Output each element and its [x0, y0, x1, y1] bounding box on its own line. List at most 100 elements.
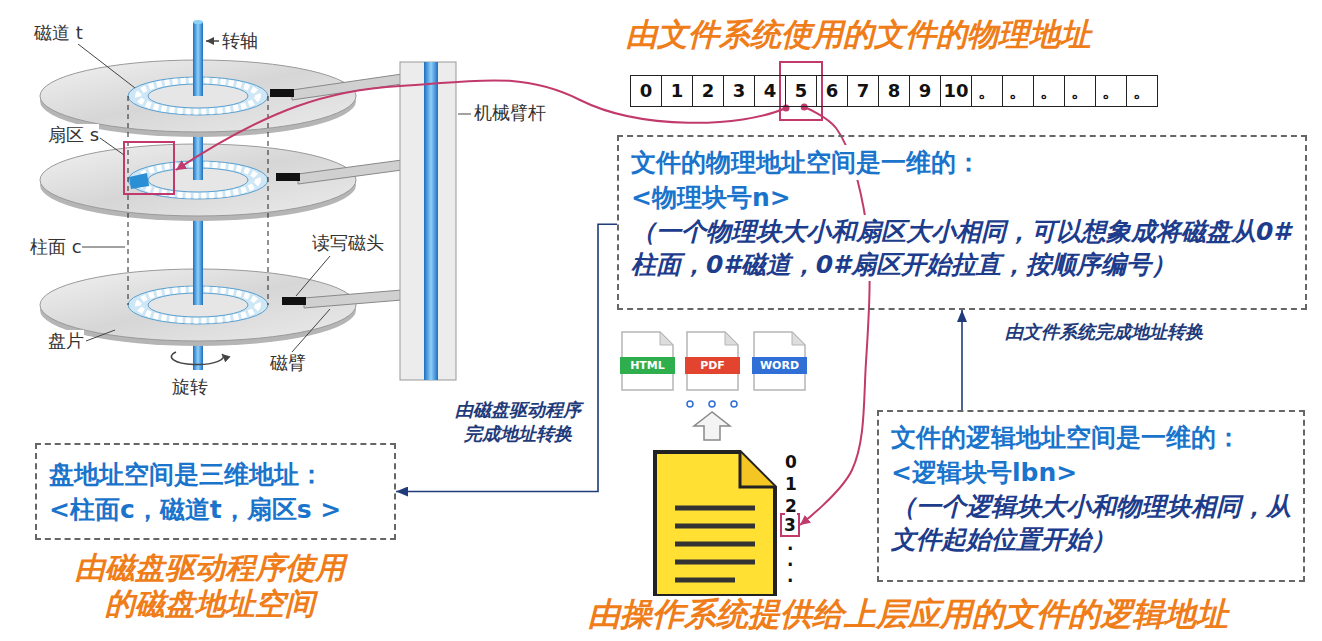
address-space-box: 文件的逻辑地址空间是一维的：<逻辑块号lbn>（一个逻辑块大小和物理块相同，从文… — [877, 410, 1305, 582]
part-label: 读写磁头 — [312, 232, 384, 254]
file-icon: PDF — [685, 330, 740, 392]
leader-line — [292, 309, 330, 352]
file-type: WORD — [752, 357, 807, 374]
block-cell: 3 — [723, 75, 755, 107]
ellipsis-dot — [687, 401, 693, 407]
block-number: 。 — [1040, 82, 1058, 100]
box-heading: 文件的逻辑地址空间是一维的： — [891, 420, 1241, 455]
block-number: 0 — [640, 82, 653, 100]
label-anchor: 由磁盘驱动程序完成地址转换 — [452, 398, 584, 447]
block-number: 。 — [1009, 82, 1027, 100]
arrow-dot — [801, 104, 808, 111]
label-anchor: 盘片 — [48, 330, 84, 352]
file-icon: HTML — [620, 330, 675, 392]
part-label: 转轴 — [222, 30, 258, 52]
block-cell: 2 — [692, 75, 724, 107]
part-label: 机械臂杆 — [474, 102, 546, 124]
document-line — [675, 506, 755, 511]
section-caption: 由磁盘驱动程序使用的磁盘地址空间 — [64, 550, 356, 622]
part-label: 扇区 s — [48, 124, 99, 146]
file-type: PDF — [685, 357, 740, 374]
spindle-cap — [193, 20, 203, 24]
leader-line — [458, 114, 471, 115]
document-line — [675, 578, 735, 583]
ellipsis-dot — [731, 401, 737, 407]
label-anchor: 机械臂杆 — [474, 102, 546, 124]
box-note: （一个物理块大小和扇区大小相同，可以想象成将磁盘从0#柱面，0#磁道，0#扇区开… — [631, 215, 1293, 281]
block-number: 1 — [785, 474, 797, 494]
block-number: 8 — [888, 82, 901, 100]
icon-band — [620, 357, 675, 374]
document-line — [675, 524, 755, 529]
address-format: <物理块号n> — [631, 180, 791, 215]
block-number: 。 — [978, 82, 996, 100]
block-number: 4 — [764, 82, 777, 100]
arm-rod — [400, 62, 456, 380]
document-page — [655, 452, 775, 596]
block-number: 。 — [1102, 82, 1120, 100]
address-format: <逻辑块号lbn> — [891, 455, 1077, 490]
label-anchor: 2 — [785, 496, 797, 516]
block-number: 3 — [784, 517, 796, 534]
section-caption: 由操作系统提供给上层应用的文件的逻辑地址 — [588, 596, 1228, 633]
logical-block-box: 3 — [780, 513, 800, 537]
arm — [304, 290, 402, 308]
icon-fold — [725, 332, 738, 345]
part-label: 旋转 — [172, 376, 208, 398]
leader-line — [86, 330, 115, 341]
icon-fold — [660, 332, 673, 345]
label-anchor: · — [787, 542, 793, 556]
block-number: 0 — [785, 452, 797, 472]
head — [282, 297, 306, 305]
block-number: 5 — [795, 82, 808, 100]
part-label: 柱面 c — [30, 236, 82, 258]
box-heading: 文件的物理地址空间是一维的： — [631, 145, 981, 180]
block-cell: 。 — [1064, 75, 1096, 107]
up-arrow — [694, 412, 730, 440]
edge-label: 由文件系统完成地址转换 — [1005, 320, 1203, 344]
arm — [298, 160, 402, 184]
ellipsis-mark: · — [787, 558, 793, 572]
leader-line — [78, 44, 135, 88]
block-cell: 1 — [661, 75, 693, 107]
block-cell: 。 — [1095, 75, 1127, 107]
block-number: 9 — [919, 82, 932, 100]
label-anchor: · — [787, 558, 793, 572]
label-anchor: 由操作系统提供给上层应用的文件的逻辑地址 — [588, 596, 1228, 633]
label-anchor: 读写磁头 — [312, 232, 384, 254]
leader-line — [296, 256, 330, 296]
part-label: 磁臂 — [270, 352, 306, 374]
edge-label: 由磁盘驱动程序完成地址转换 — [452, 398, 584, 447]
box-note: （一个逻辑块大小和物理块相同，从文件起始位置开始） — [891, 490, 1291, 556]
block-number: 10 — [943, 82, 968, 100]
label-anchor: 旋转 — [172, 376, 208, 398]
block-number: 。 — [1133, 82, 1151, 100]
document-icon — [655, 452, 775, 596]
block-number: 2 — [702, 82, 715, 100]
icon-band — [685, 357, 740, 374]
label-anchor: 由文件系统完成地址转换 — [1005, 320, 1203, 344]
label-anchor: 由文件系统使用的文件的物理地址 — [626, 16, 1091, 53]
block-number: 1 — [671, 82, 684, 100]
spindle — [193, 22, 203, 96]
block-cell: 9 — [909, 75, 941, 107]
label-anchor: 柱面 c — [30, 236, 82, 258]
address-space-box: 文件的物理地址空间是一维的：<物理块号n>（一个物理块大小和扇区大小相同，可以想… — [617, 135, 1307, 310]
arrow-dot — [783, 105, 790, 112]
address-space-box: 盘地址空间是三维地址：<柱面c，磁道t，扇区s > — [35, 443, 396, 540]
block-number: 7 — [857, 82, 870, 100]
file-icon: WORD — [752, 330, 807, 392]
label-anchor: 磁道 t — [34, 22, 83, 44]
sector-patch — [129, 173, 149, 189]
arm-rod-stripe — [424, 62, 438, 380]
block-cell: 0 — [630, 75, 662, 107]
block-cell: 。 — [1126, 75, 1158, 107]
label-anchor: · — [787, 574, 793, 588]
connector-arrow — [961, 310, 963, 410]
file-type: HTML — [620, 357, 675, 374]
box-heading: 盘地址空间是三维地址： — [49, 457, 324, 492]
cylinder-line — [268, 96, 269, 305]
block-cell: 10 — [940, 75, 972, 107]
rotation-arrow — [171, 352, 223, 365]
part-label: 磁道 t — [34, 22, 83, 44]
